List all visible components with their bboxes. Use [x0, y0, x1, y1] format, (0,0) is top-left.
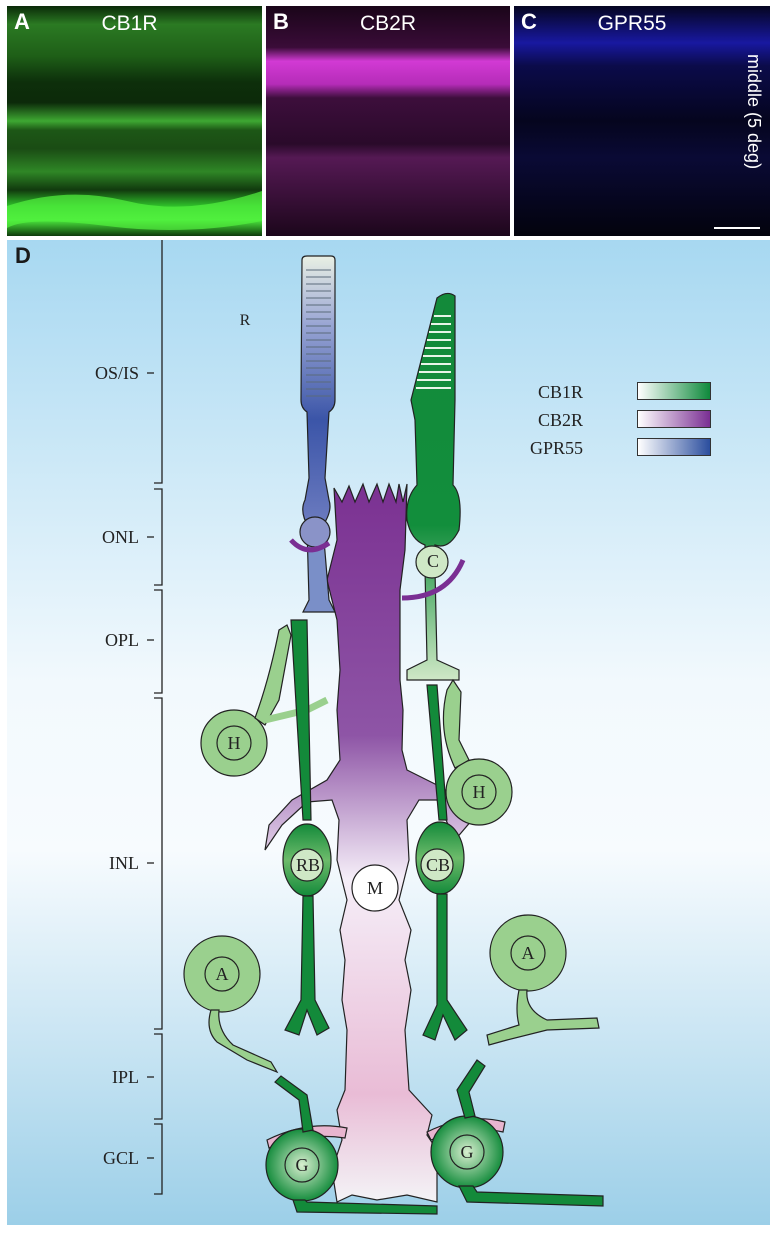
legend-label: CB1R	[537, 382, 583, 402]
cell-label-rod-bipolar: RB	[295, 855, 320, 875]
panel-c-title: GPR55	[597, 12, 667, 35]
cone-soma	[415, 545, 449, 579]
legend-label: CB2R	[537, 410, 583, 430]
layer-label-inl: INL	[109, 853, 139, 873]
panel-d-letter: D	[15, 243, 31, 268]
legend-cb2r: CB2R	[538, 409, 715, 431]
layer-label-opl: OPL	[104, 630, 139, 650]
eccentricity-label: middle (5 deg)	[744, 54, 764, 170]
cb1r-micrograph	[7, 6, 262, 236]
panel-a-letter: A	[14, 9, 30, 34]
legend-swatch	[637, 438, 711, 456]
panel-b-title: CB2R	[359, 12, 417, 35]
muller-cell	[264, 482, 473, 1203]
rod-outer-segment	[300, 255, 336, 529]
panel-c-gpr55-image: C GPR55 middle (5 deg)	[514, 6, 770, 236]
panel-c-letter: C	[521, 9, 537, 34]
legend-gpr55: GPR55	[530, 437, 715, 459]
muller-nucleus	[351, 864, 399, 912]
gpr55-micrograph	[514, 6, 770, 236]
cell-label-cone: C	[426, 551, 439, 571]
rod-discs	[306, 269, 331, 397]
cell-label-muller: M	[366, 878, 383, 898]
layer-label-os-is: OS/IS	[94, 363, 139, 383]
cell-label-ganglion-left: G	[295, 1155, 309, 1175]
panel-b-cb2r-image: B CB2R	[266, 6, 510, 236]
horizontal-cell-left	[200, 709, 268, 777]
cell-label-rod: R	[239, 312, 251, 329]
legend-swatch	[637, 382, 711, 400]
panel-b-letter: B	[273, 9, 289, 34]
cell-label-horizontal-left: H	[227, 733, 241, 753]
layer-brackets	[147, 240, 163, 1195]
cell-label-horizontal-right: H	[472, 782, 486, 802]
legend-swatch	[637, 410, 711, 428]
horizontal-cell-right	[445, 758, 513, 826]
scale-bar	[714, 227, 760, 229]
retina-schematic	[7, 240, 770, 1225]
amacrine-cell-left	[183, 935, 261, 1013]
layer-label-onl: ONL	[102, 527, 139, 547]
amacrine-cell-right	[489, 914, 567, 992]
layer-label-gcl: GCL	[103, 1148, 139, 1168]
cb2r-micrograph	[266, 6, 510, 236]
cone-discs	[416, 315, 451, 389]
cell-label-amacrine-right: A	[521, 943, 535, 963]
legend-cb1r: CB1R	[538, 381, 715, 403]
cone-cell	[406, 292, 461, 681]
panel-d-schematic: D OS/IS ONL OPL INL IPL GCL R C H H RB C…	[7, 240, 770, 1225]
panel-a-cb1r-image: A CB1R	[7, 6, 262, 236]
legend-label: GPR55	[529, 438, 583, 458]
cell-label-ganglion-right: G	[460, 1142, 474, 1162]
cell-label-cone-bipolar: CB	[425, 855, 450, 875]
cell-label-amacrine-left: A	[215, 964, 229, 984]
layer-label-ipl: IPL	[112, 1067, 139, 1087]
panel-a-title: CB1R	[101, 12, 158, 35]
